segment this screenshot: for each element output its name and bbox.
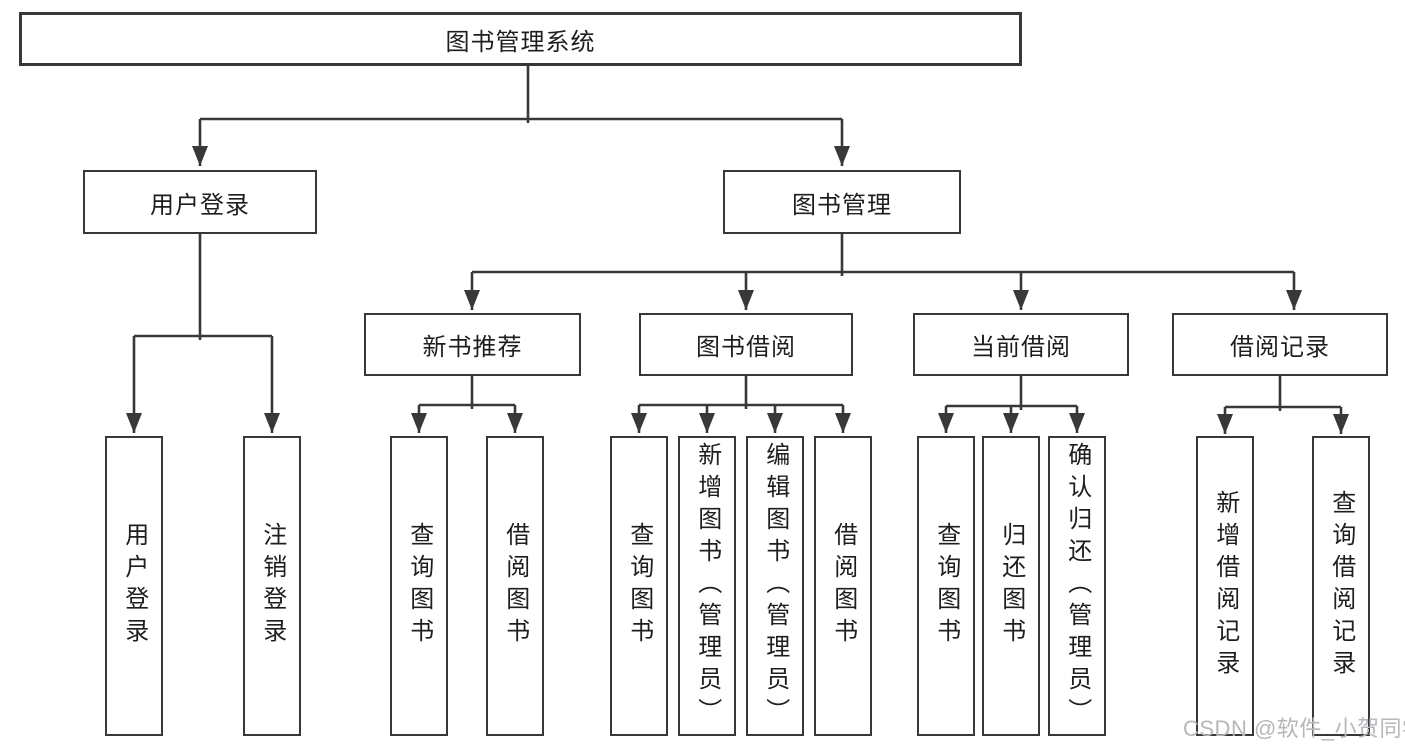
node-book-borrowing: 图书借阅 <box>639 313 853 376</box>
node-label: 查询图书 <box>932 522 960 650</box>
node-label: 编辑图书（管理员） <box>761 442 789 730</box>
edges-new-book-children <box>411 376 523 433</box>
node-label: 查询图书 <box>625 522 653 650</box>
node-new-book-recommend: 新书推荐 <box>364 313 581 376</box>
leaf-query-books-current: 查询图书 <box>917 436 975 736</box>
leaf-return-books: 归还图书 <box>982 436 1040 736</box>
edges-current-borrow-children <box>938 376 1085 433</box>
node-label: 新书推荐 <box>422 334 523 361</box>
node-label: 借阅图书 <box>501 522 529 650</box>
leaf-borrow-books-recommend: 借阅图书 <box>486 436 544 736</box>
node-label: 确认归还（管理员） <box>1063 442 1091 730</box>
node-label: 注销登录 <box>258 522 286 650</box>
edges-user-login-children <box>126 234 280 433</box>
leaf-user-login: 用户登录 <box>105 436 163 736</box>
edges-book-borrow-children <box>631 376 851 433</box>
leaf-query-books-recommend: 查询图书 <box>390 436 448 736</box>
leaf-borrow-books: 借阅图书 <box>814 436 872 736</box>
node-label: 查询图书 <box>405 522 433 650</box>
edges-borrow-records-children <box>1217 376 1349 434</box>
node-label: 归还图书 <box>997 522 1025 650</box>
leaf-query-borrow-record: 查询借阅记录 <box>1312 436 1370 736</box>
edges-book-mgmt-to-level3 <box>464 234 1302 310</box>
node-label: 图书管理系统 <box>445 28 596 56</box>
leaf-query-books-borrowing: 查询图书 <box>610 436 668 736</box>
node-label: 用户登录 <box>150 191 250 219</box>
node-label: 查询借阅记录 <box>1327 490 1355 682</box>
leaf-add-books-admin: 新增图书（管理员） <box>678 436 736 736</box>
csdn-watermark: CSDN @软件_小贺同学 <box>1183 716 1405 741</box>
node-borrowing-records: 借阅记录 <box>1172 313 1388 376</box>
node-label: 图书管理 <box>792 191 892 219</box>
leaf-logout: 注销登录 <box>243 436 301 736</box>
node-root-system: 图书管理系统 <box>19 12 1022 66</box>
leaf-add-borrow-record: 新增借阅记录 <box>1196 436 1254 736</box>
node-label: 用户登录 <box>120 522 148 650</box>
leaf-edit-books-admin: 编辑图书（管理员） <box>746 436 804 736</box>
edges-root-to-level2 <box>192 66 850 166</box>
node-label: 当前借阅 <box>971 334 1071 361</box>
node-book-management: 图书管理 <box>723 170 961 234</box>
node-user-login: 用户登录 <box>83 170 317 234</box>
node-label: 借阅图书 <box>829 522 857 650</box>
node-current-borrowing: 当前借阅 <box>913 313 1129 376</box>
node-label: 借阅记录 <box>1230 334 1330 361</box>
node-label: 图书借阅 <box>696 334 796 361</box>
node-label: 新增图书（管理员） <box>693 442 721 730</box>
leaf-confirm-return-admin: 确认归还（管理员） <box>1048 436 1106 736</box>
node-label: 新增借阅记录 <box>1211 490 1239 682</box>
